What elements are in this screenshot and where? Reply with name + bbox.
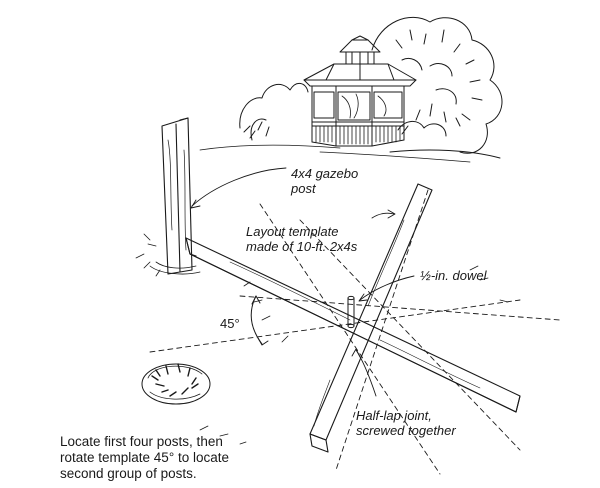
gazebo-icon — [303, 35, 417, 147]
leader-lines — [190, 167, 415, 397]
caption-line-3: second group of posts. — [60, 466, 197, 481]
template-icon — [185, 183, 521, 453]
layout-template-label: Layout template made of 10-ft. 2x4s — [246, 224, 357, 254]
post-icon — [149, 117, 201, 275]
caption-line-2: rotate template 45° to locate — [60, 450, 230, 465]
half-lap-label-line-2: screwed together — [356, 423, 456, 438]
angle-label: 45° — [220, 316, 240, 331]
angle-arc — [250, 295, 269, 346]
shrubs-icon — [239, 16, 503, 159]
half-lap-label-line-1: Half-lap joint, — [356, 408, 432, 423]
caption-line-1: Locate first four posts, then — [60, 434, 223, 449]
layout-template-label-line-2: made of 10-ft. 2x4s — [246, 239, 358, 254]
gazebo-post-label: 4x4 gazebo post — [291, 166, 358, 196]
post-hole-icon — [141, 363, 211, 405]
gazebo-post-label-line-2: post — [291, 181, 316, 196]
layout-lines — [149, 189, 561, 475]
gazebo-post-label-line-1: 4x4 gazebo — [291, 166, 359, 181]
caption: Locate first four posts, then rotate tem… — [60, 434, 229, 482]
layout-template-label-line-1: Layout template — [246, 224, 339, 239]
dowel-icon — [347, 295, 355, 329]
dowel-label: ½-in. dowel — [420, 268, 487, 283]
half-lap-label: Half-lap joint, screwed together — [356, 408, 456, 438]
